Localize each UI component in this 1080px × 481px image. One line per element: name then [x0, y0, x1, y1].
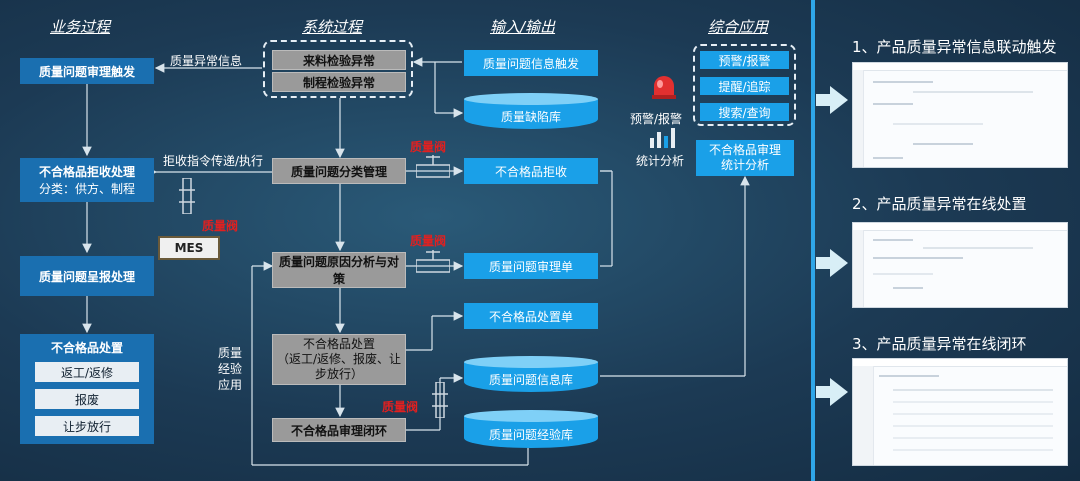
business-dispose: 不合格品处置 返工/返修 报废 让步放行: [20, 334, 154, 444]
system-analysis: 质量问题原因分析与对策: [272, 252, 406, 288]
label-reject-cmd: 拒收指令传递/执行: [163, 154, 264, 168]
divider-line: [811, 0, 815, 481]
io-exp-db: 质量问题经验库: [464, 410, 598, 448]
io-disposal-form: 不合格品处置单: [464, 303, 598, 329]
label-quality-exp: 质量 经验 应用: [218, 346, 243, 392]
io-info-db: 质量问题信息库: [464, 356, 598, 392]
apps-group: [693, 44, 796, 126]
system-closure: 不合格品审理闭环: [272, 418, 406, 442]
header-apps: 综合应用: [708, 18, 769, 36]
business-reject-sub: 分类：供方、制程: [38, 182, 135, 196]
system-disposal: 不合格品处置 （返工/返修、报废、让 步放行）: [272, 334, 406, 385]
io-defect-db-label: 质量缺陷库: [500, 109, 561, 124]
io-defect-db: 质量缺陷库: [464, 93, 598, 129]
business-trigger: 质量问题审理触发: [20, 58, 154, 84]
io-reject: 不合格品拒收: [464, 158, 598, 184]
business-reject-title: 不合格品拒收处理: [38, 165, 135, 179]
mes-box: MES: [158, 236, 220, 260]
system-process: 制程检验异常: [272, 72, 406, 92]
header-business: 业务过程: [50, 18, 111, 36]
screenshot-thumbnail-1: [852, 62, 1068, 168]
screenshot-thumbnail-3: [852, 358, 1068, 466]
label-quality-info: 质量异常信息: [170, 54, 243, 68]
app-stats: 不合格品审理 统计分析: [696, 140, 794, 176]
dispose-item-concession: 让步放行: [35, 416, 139, 436]
valve-icon: [432, 382, 448, 418]
valve-label-3: 质量阀: [382, 400, 419, 414]
label-alert: 预警/报警: [630, 112, 683, 126]
valve-label-mes: 质量阀: [202, 219, 239, 233]
mes-label: MES: [174, 241, 204, 255]
dispose-item-scrap: 报废: [35, 389, 139, 409]
header-system: 系统过程: [302, 18, 363, 36]
valve-icon: [179, 178, 195, 214]
io-info-db-label: 质量问题信息库: [488, 372, 573, 387]
inspection-group: [263, 40, 413, 98]
valve-icon: [416, 250, 450, 273]
right-title-2: 2、产品质量异常在线处置: [852, 195, 1027, 213]
business-dispose-title: 不合格品处置: [50, 341, 123, 355]
io-review-form: 质量问题审理单: [464, 253, 598, 279]
io-exp-db-label: 质量问题经验库: [488, 427, 573, 442]
system-incoming: 来料检验异常: [272, 50, 406, 70]
valve-icon: [416, 155, 450, 178]
valve-label-1: 质量阀: [410, 140, 447, 154]
right-title-3: 3、产品质量异常在线闭环: [852, 335, 1027, 353]
system-classify: 质量问题分类管理: [272, 158, 406, 184]
business-report: 质量问题呈报处理: [20, 256, 154, 296]
app-remind: 提醒/追踪: [700, 77, 789, 95]
header-io: 输入/输出: [490, 18, 556, 36]
app-alert: 预警/报警: [700, 51, 789, 69]
alarm-icon: [652, 76, 676, 99]
stats-chart-icon: [650, 128, 675, 148]
label-stats: 统计分析: [636, 154, 685, 168]
dispose-item-rework: 返工/返修: [35, 362, 139, 382]
business-reject: 不合格品拒收处理 分类：供方、制程: [20, 158, 154, 202]
right-title-1: 1、产品质量异常信息联动触发: [852, 38, 1057, 56]
io-trigger: 质量问题信息触发: [464, 50, 598, 76]
valve-label-2: 质量阀: [410, 234, 447, 248]
app-search: 搜索/查询: [700, 103, 789, 121]
screenshot-thumbnail-2: [852, 222, 1068, 308]
